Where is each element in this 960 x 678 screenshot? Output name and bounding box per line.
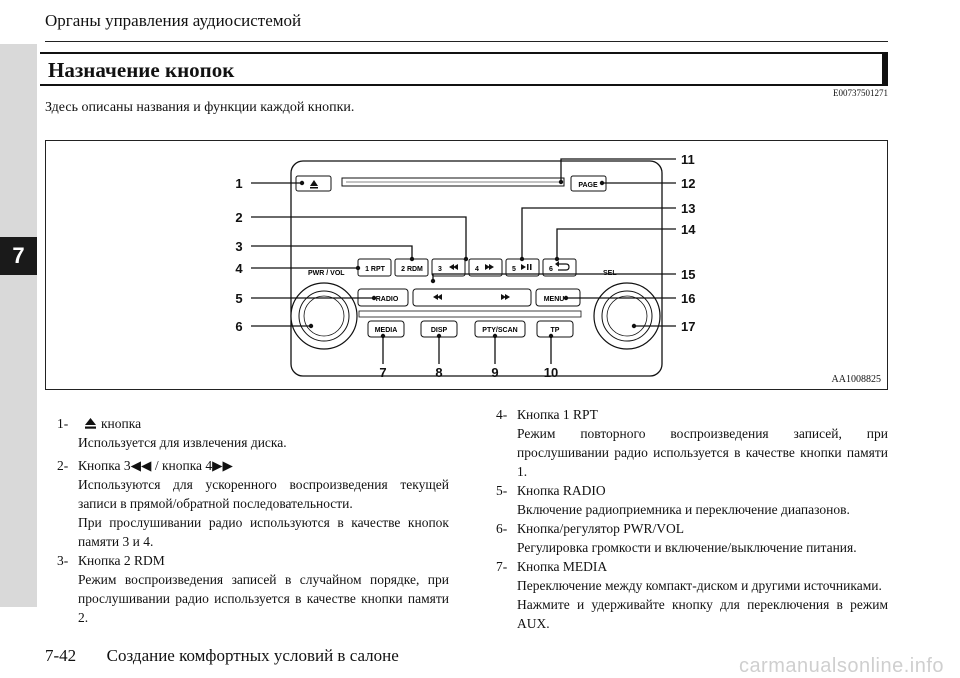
item-description: Режим воспроизведения записей в случайно… xyxy=(78,572,449,625)
list-item: 2- Кнопка 3◀◀ / кнопка 4▶▶ Используются … xyxy=(57,456,449,551)
callout-numbers: 1 2 3 4 5 6 7 8 9 10 11 12 13 14 15 16 1… xyxy=(235,152,696,380)
callout-13: 13 xyxy=(681,201,695,216)
figure-code: AA1008825 xyxy=(831,374,881,385)
items-left-column: 1- кнопка Используется для извлечения ди… xyxy=(57,414,449,627)
rpt-label: 1 RPT xyxy=(365,266,386,273)
item-description: Регулировка громкости и включение/выключ… xyxy=(517,540,857,555)
section-title: Назначение кнопок xyxy=(48,58,235,82)
item-title: Кнопка RADIO xyxy=(517,483,606,498)
chapter-sidebar xyxy=(0,44,37,607)
b4-label: 4 xyxy=(475,266,479,273)
list-item: 5- Кнопка RADIO Включение радиоприемника… xyxy=(496,481,888,519)
item-number: 6- xyxy=(496,521,508,536)
seek-rocker xyxy=(412,288,532,307)
callout-5: 5 xyxy=(235,291,242,306)
callout-16: 16 xyxy=(681,291,695,306)
pty-scan-button xyxy=(474,320,526,338)
preset-buttons: 1 RPT 2 RDM 3 4 5 6 xyxy=(357,258,577,277)
tp-button xyxy=(536,320,574,338)
pwr-vol-knob xyxy=(290,282,358,350)
item-number: 3- xyxy=(57,553,69,568)
callout-9: 9 xyxy=(491,365,498,380)
media-label: MEDIA xyxy=(375,327,398,334)
display-strip xyxy=(358,310,582,318)
eject-icon xyxy=(310,180,318,186)
page-label: PAGE xyxy=(578,182,598,189)
item-description-2: Нажмите и удерживайте кнопку для переклю… xyxy=(517,597,888,631)
item-description-2: При прослушивании радио используются в к… xyxy=(78,515,449,549)
callout-10: 10 xyxy=(544,365,558,380)
item-description: Включение радиоприемника и переключение … xyxy=(517,502,850,517)
callout-4: 4 xyxy=(235,261,243,276)
running-header: Органы управления аудиосистемой xyxy=(45,11,302,30)
pwr-vol-label: PWR / VOL xyxy=(308,270,345,277)
item-description: Режим повторного воспроизведения записей… xyxy=(517,426,888,479)
callout-14: 14 xyxy=(681,222,696,237)
item-title: Кнопка MEDIA xyxy=(517,559,608,574)
section-title-box: Назначение кнопок xyxy=(40,52,888,86)
list-item: 1- кнопка Используется для извлечения ди… xyxy=(57,414,449,452)
item-title: Кнопка/регулятор PWR/VOL xyxy=(517,521,685,536)
chapter-tab: 7 xyxy=(0,237,37,275)
page-number: 7-42 xyxy=(45,646,77,665)
rdm-label: 2 RDM xyxy=(401,266,423,273)
item-description: Переключение между компакт-диском и друг… xyxy=(517,578,882,593)
pty-scan-label: PTY/SCAN xyxy=(482,327,517,334)
tp-label: TP xyxy=(551,327,560,334)
b3-label: 3 xyxy=(438,266,442,273)
disp-label: DISP xyxy=(431,327,448,334)
item-title: кнопка xyxy=(101,416,142,431)
items-right-column: 4- Кнопка 1 RPT Режим повторного воспрои… xyxy=(496,405,888,633)
callout-dots xyxy=(299,179,637,339)
item-number: 4- xyxy=(496,407,508,422)
page-footer: 7-42 Создание комфортных условий в салон… xyxy=(45,646,399,666)
radio-panel-diagram: PAGE 1 RPT 2 RDM 3 4 5 6 PWR / VOL xyxy=(235,152,696,380)
watermark: carmanualsonline.info xyxy=(738,655,944,677)
item-number: 1- xyxy=(57,416,69,431)
intro-text: Здесь описаны названия и функции каждой … xyxy=(45,100,355,115)
sel-knob xyxy=(593,282,661,350)
footer-title: Создание комфортных условий в салоне xyxy=(106,646,399,665)
callout-15: 15 xyxy=(681,267,695,282)
radio-label: RADIO xyxy=(376,296,399,303)
callout-7: 7 xyxy=(379,365,386,380)
callout-6: 6 xyxy=(235,319,242,334)
callout-3: 3 xyxy=(235,239,242,254)
menu-label: MENU xyxy=(544,296,565,303)
eject-icon xyxy=(85,418,96,429)
item-number: 2- xyxy=(57,458,69,473)
list-item: 4- Кнопка 1 RPT Режим повторного воспрои… xyxy=(496,405,888,481)
list-item: 3- Кнопка 2 RDM Режим воспроизведения за… xyxy=(57,551,449,627)
callout-12: 12 xyxy=(681,176,695,191)
item-description: Используется для извлечения диска. xyxy=(78,435,287,450)
callout-8: 8 xyxy=(435,365,442,380)
item-description: Используются для ускоренного воспроизвед… xyxy=(78,477,449,511)
item-number: 5- xyxy=(496,483,508,498)
b5-label: 5 xyxy=(512,266,516,273)
header-rule xyxy=(45,41,888,42)
b6-label: 6 xyxy=(549,266,553,273)
callout-11: 11 xyxy=(681,152,695,167)
media-button xyxy=(367,320,405,338)
list-item: 7- Кнопка MEDIA Переключение между компа… xyxy=(496,557,888,633)
list-item: 6- Кнопка/регулятор PWR/VOL Регулировка … xyxy=(496,519,888,557)
callout-17: 17 xyxy=(681,319,695,334)
item-title: Кнопка 2 RDM xyxy=(78,553,165,568)
item-title: Кнопка 1 RPT xyxy=(517,407,598,422)
callout-lines xyxy=(251,158,676,364)
callout-1: 1 xyxy=(235,176,242,191)
doc-code: E00737501271 xyxy=(833,88,888,98)
callout-2: 2 xyxy=(235,210,242,225)
item-number: 7- xyxy=(496,559,508,574)
radio-panel-figure: PAGE 1 RPT 2 RDM 3 4 5 6 PWR / VOL xyxy=(45,140,888,390)
item-title: Кнопка 3◀◀ / кнопка 4▶▶ xyxy=(78,458,233,473)
